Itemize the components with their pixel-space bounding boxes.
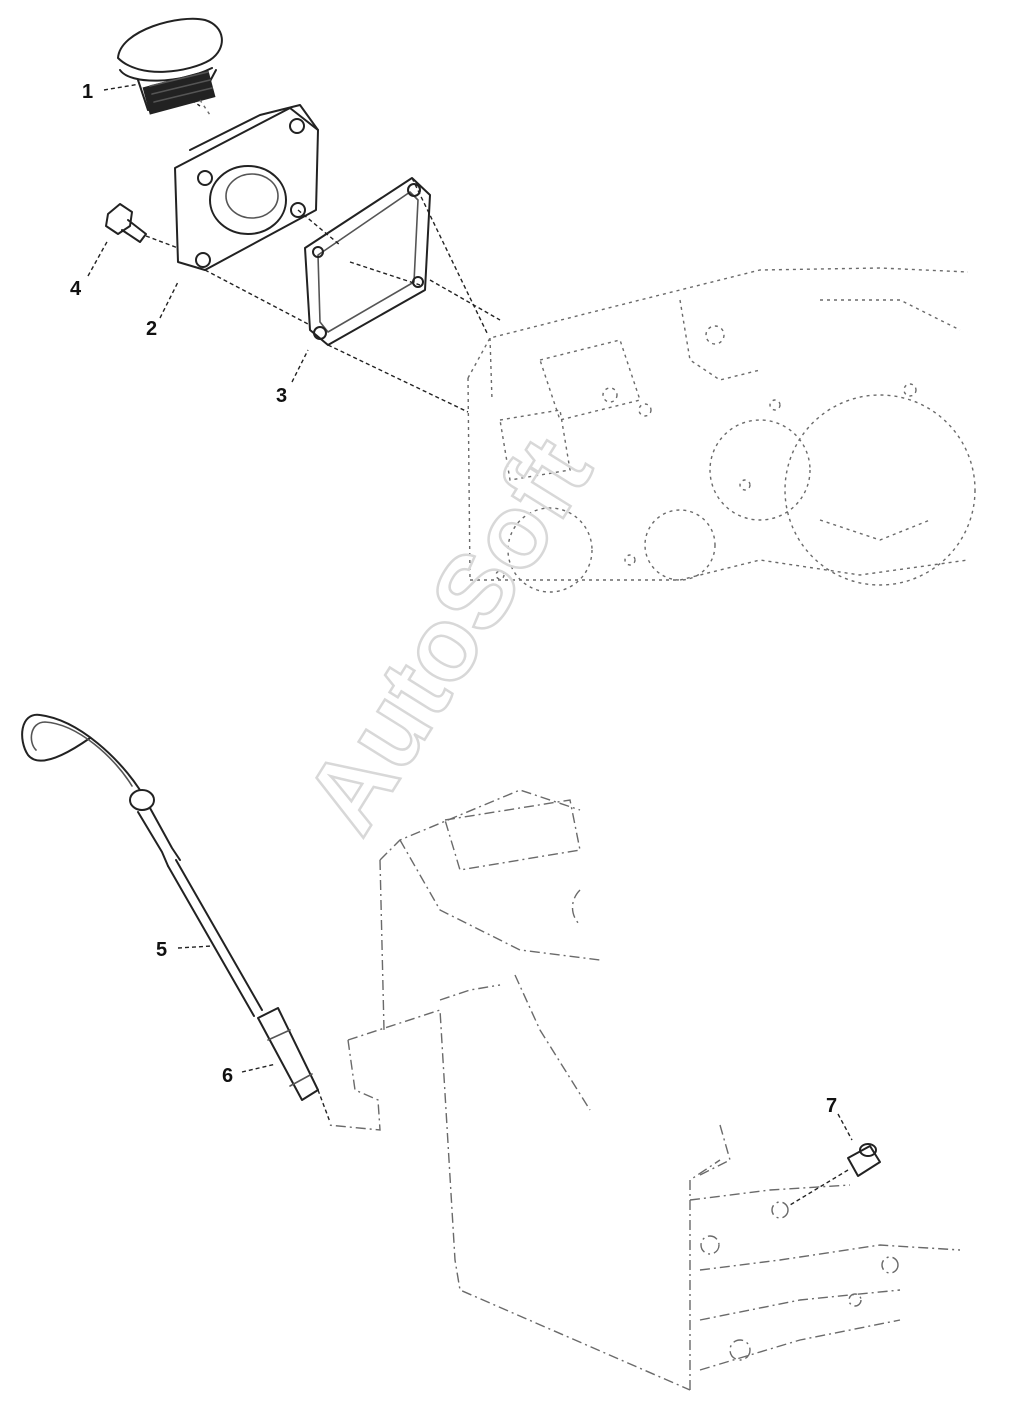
filler-flange-part [174, 99, 319, 271]
assembly-lines [145, 95, 501, 1123]
dipstick-tube-part [257, 1007, 319, 1101]
filler-cap-part [117, 17, 223, 115]
plug-part [789, 1143, 881, 1206]
callout-leaders [87, 83, 853, 1141]
callout-4: 4 [70, 278, 82, 300]
callout-7: 7 [826, 1095, 837, 1117]
gasket-part [304, 177, 431, 346]
callout-5: 5 [156, 939, 167, 961]
callout-labels: 1 2 3 4 5 6 7 [70, 81, 837, 1117]
engine-block-upper [467, 267, 976, 593]
engine-block-lower [327, 789, 961, 1391]
callout-1: 1 [82, 81, 93, 103]
bolt-part [105, 203, 147, 243]
dipstick-part [21, 713, 263, 1017]
watermark-text: AutoSoft [283, 418, 614, 852]
callout-3: 3 [276, 385, 287, 407]
callout-2: 2 [146, 318, 157, 340]
callout-6: 6 [222, 1065, 233, 1087]
